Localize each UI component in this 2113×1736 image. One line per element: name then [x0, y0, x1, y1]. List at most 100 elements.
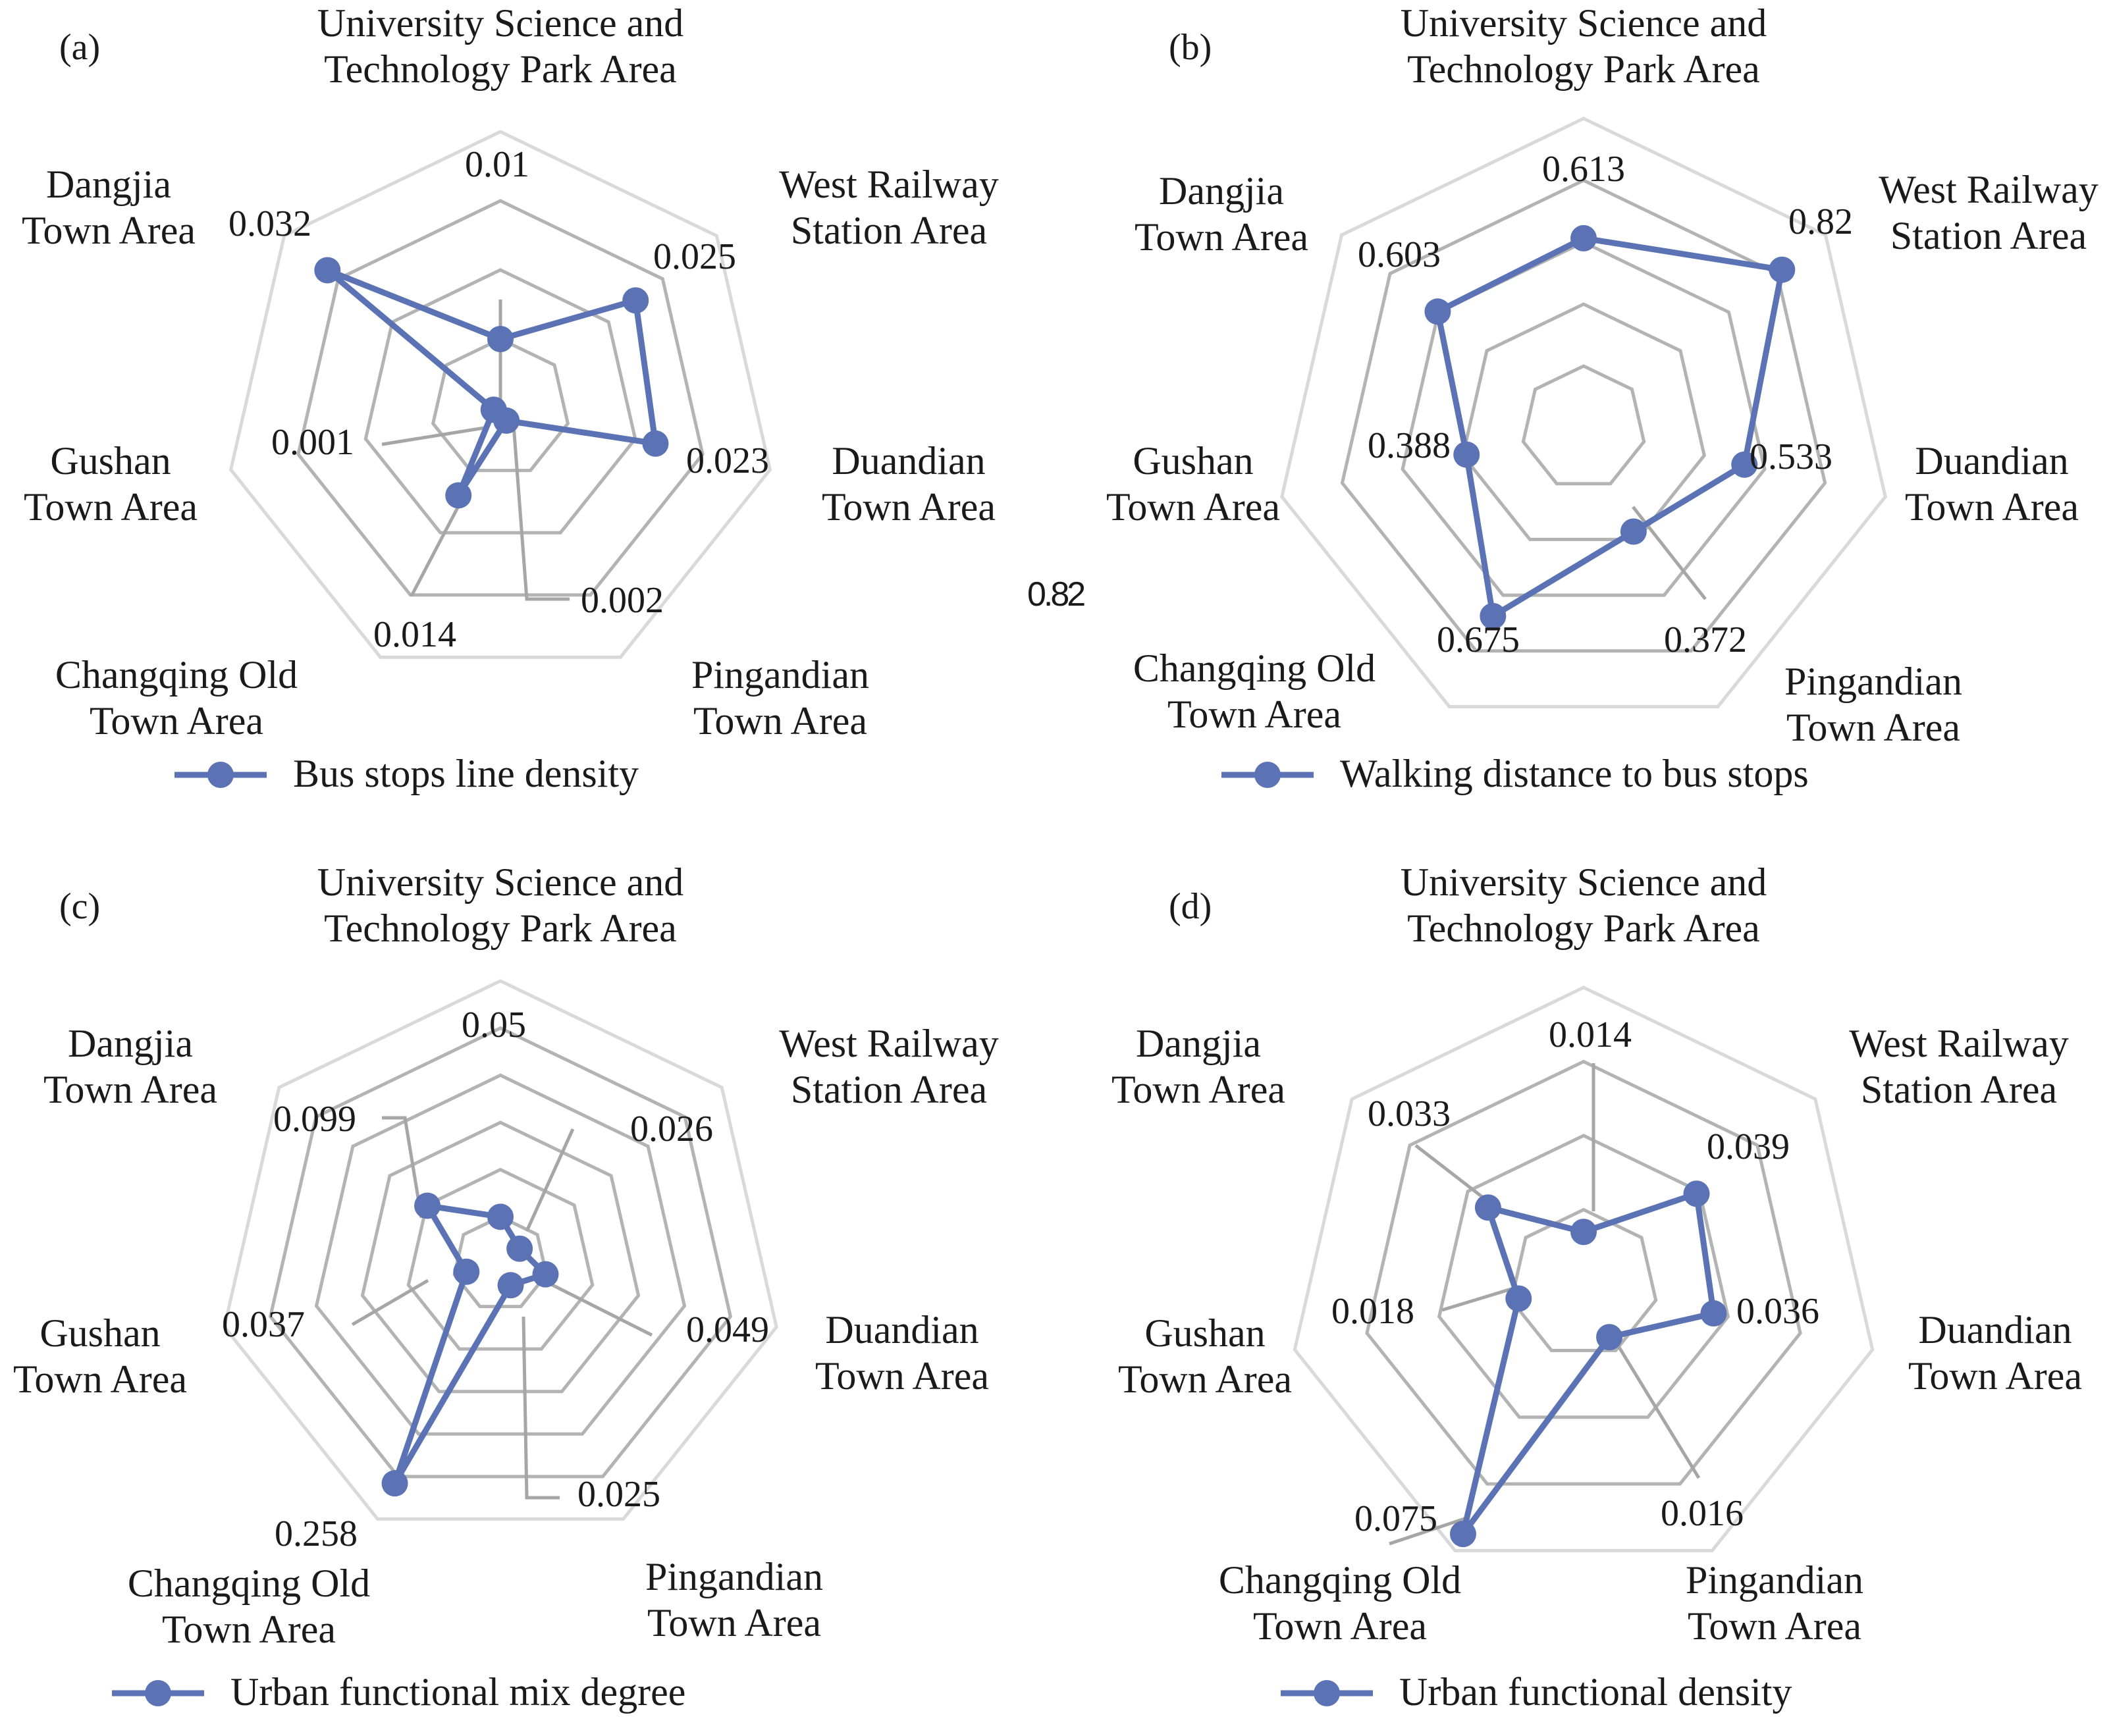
label-leader-line: [1389, 1515, 1469, 1546]
legend: Bus stops line density: [174, 752, 639, 795]
legend-point-marker: [145, 1680, 171, 1706]
data-point: [480, 396, 507, 423]
data-value-label: 0.075: [1354, 1498, 1437, 1539]
data-value-label: 0.05: [462, 1005, 526, 1045]
data-point: [1620, 518, 1647, 545]
series-line: [324, 267, 658, 498]
data-value-label: 0.388: [1368, 425, 1451, 466]
panel-letter: (c): [59, 886, 100, 927]
data-point: [445, 482, 472, 509]
stray-value-label: 0.82: [1027, 575, 1084, 614]
data-point: [1769, 256, 1796, 283]
data-point: [1449, 1521, 1476, 1548]
data-value-label: 0.675: [1437, 619, 1520, 660]
grid-ring: [1340, 178, 1827, 653]
grid-ring: [1280, 117, 1887, 708]
data-point: [1505, 1285, 1532, 1312]
data-point: [1683, 1180, 1710, 1207]
legend-label: Urban functional mix degree: [230, 1670, 685, 1714]
grid-ring: [1521, 364, 1646, 486]
label-leader-line: [382, 1116, 423, 1219]
data-value-label: 0.099: [273, 1099, 356, 1140]
grid-ring: [1365, 1059, 1802, 1486]
legend-point-marker: [1254, 762, 1281, 788]
data-value-label: 0.018: [1331, 1291, 1414, 1332]
series-line: [1460, 1190, 1717, 1537]
panel-letter: (b): [1169, 27, 1212, 68]
data-value-label: 0.026: [630, 1109, 713, 1149]
grid-ring: [431, 337, 570, 473]
grid-ring: [406, 1167, 595, 1351]
label-leader-line: [1615, 1342, 1701, 1479]
grid-ring: [360, 1120, 641, 1394]
data-value-label: 0.049: [686, 1309, 769, 1350]
grid-ring: [228, 130, 772, 659]
data-point: [1424, 298, 1451, 325]
label-leader-line: [351, 1278, 429, 1327]
grid-ring: [223, 979, 778, 1521]
panel-letter: (d): [1169, 886, 1212, 927]
data-value-label: 0.014: [373, 614, 456, 655]
data-value-label: 0.372: [1664, 619, 1747, 660]
data-point: [497, 1272, 524, 1299]
legend-label: Walking distance to bus stops: [1340, 752, 1809, 795]
data-point: [381, 1470, 408, 1497]
grid-ring: [363, 268, 637, 535]
legend: Urban functional density: [1281, 1670, 1792, 1714]
grid-ring: [1461, 302, 1706, 541]
grid-ring: [314, 1073, 687, 1436]
data-value-label: 0.023: [686, 440, 769, 481]
legend: Walking distance to bus stops: [1221, 752, 1809, 795]
grid-ring: [1509, 1207, 1658, 1352]
grid-ring: [296, 199, 705, 597]
label-leader-line: [1632, 506, 1707, 600]
data-value-label: 0.533: [1750, 436, 1832, 477]
data-value-label: 0.025: [577, 1474, 660, 1515]
data-value-label: 0.025: [653, 236, 736, 277]
panel-letter: (a): [59, 27, 100, 68]
data-value-label: 0.037: [222, 1304, 305, 1345]
legend-point-marker: [207, 762, 234, 788]
data-value-label: 0.032: [228, 203, 311, 244]
label-leader-line: [522, 1316, 560, 1500]
grid-ring: [1401, 240, 1767, 597]
data-value-label: 0.036: [1736, 1291, 1819, 1332]
label-leader-line: [512, 424, 570, 601]
label-leader-line: [525, 1128, 575, 1232]
legend-point-marker: [1314, 1680, 1340, 1706]
data-point: [1474, 1194, 1501, 1221]
data-point: [642, 430, 669, 457]
data-value-label: 0.603: [1358, 234, 1441, 275]
series-line: [1434, 235, 1785, 619]
grid-ring: [268, 1026, 733, 1479]
data-value-label: 0.82: [1788, 201, 1853, 242]
data-point: [622, 287, 649, 314]
data-value-label: 0.001: [271, 422, 354, 463]
